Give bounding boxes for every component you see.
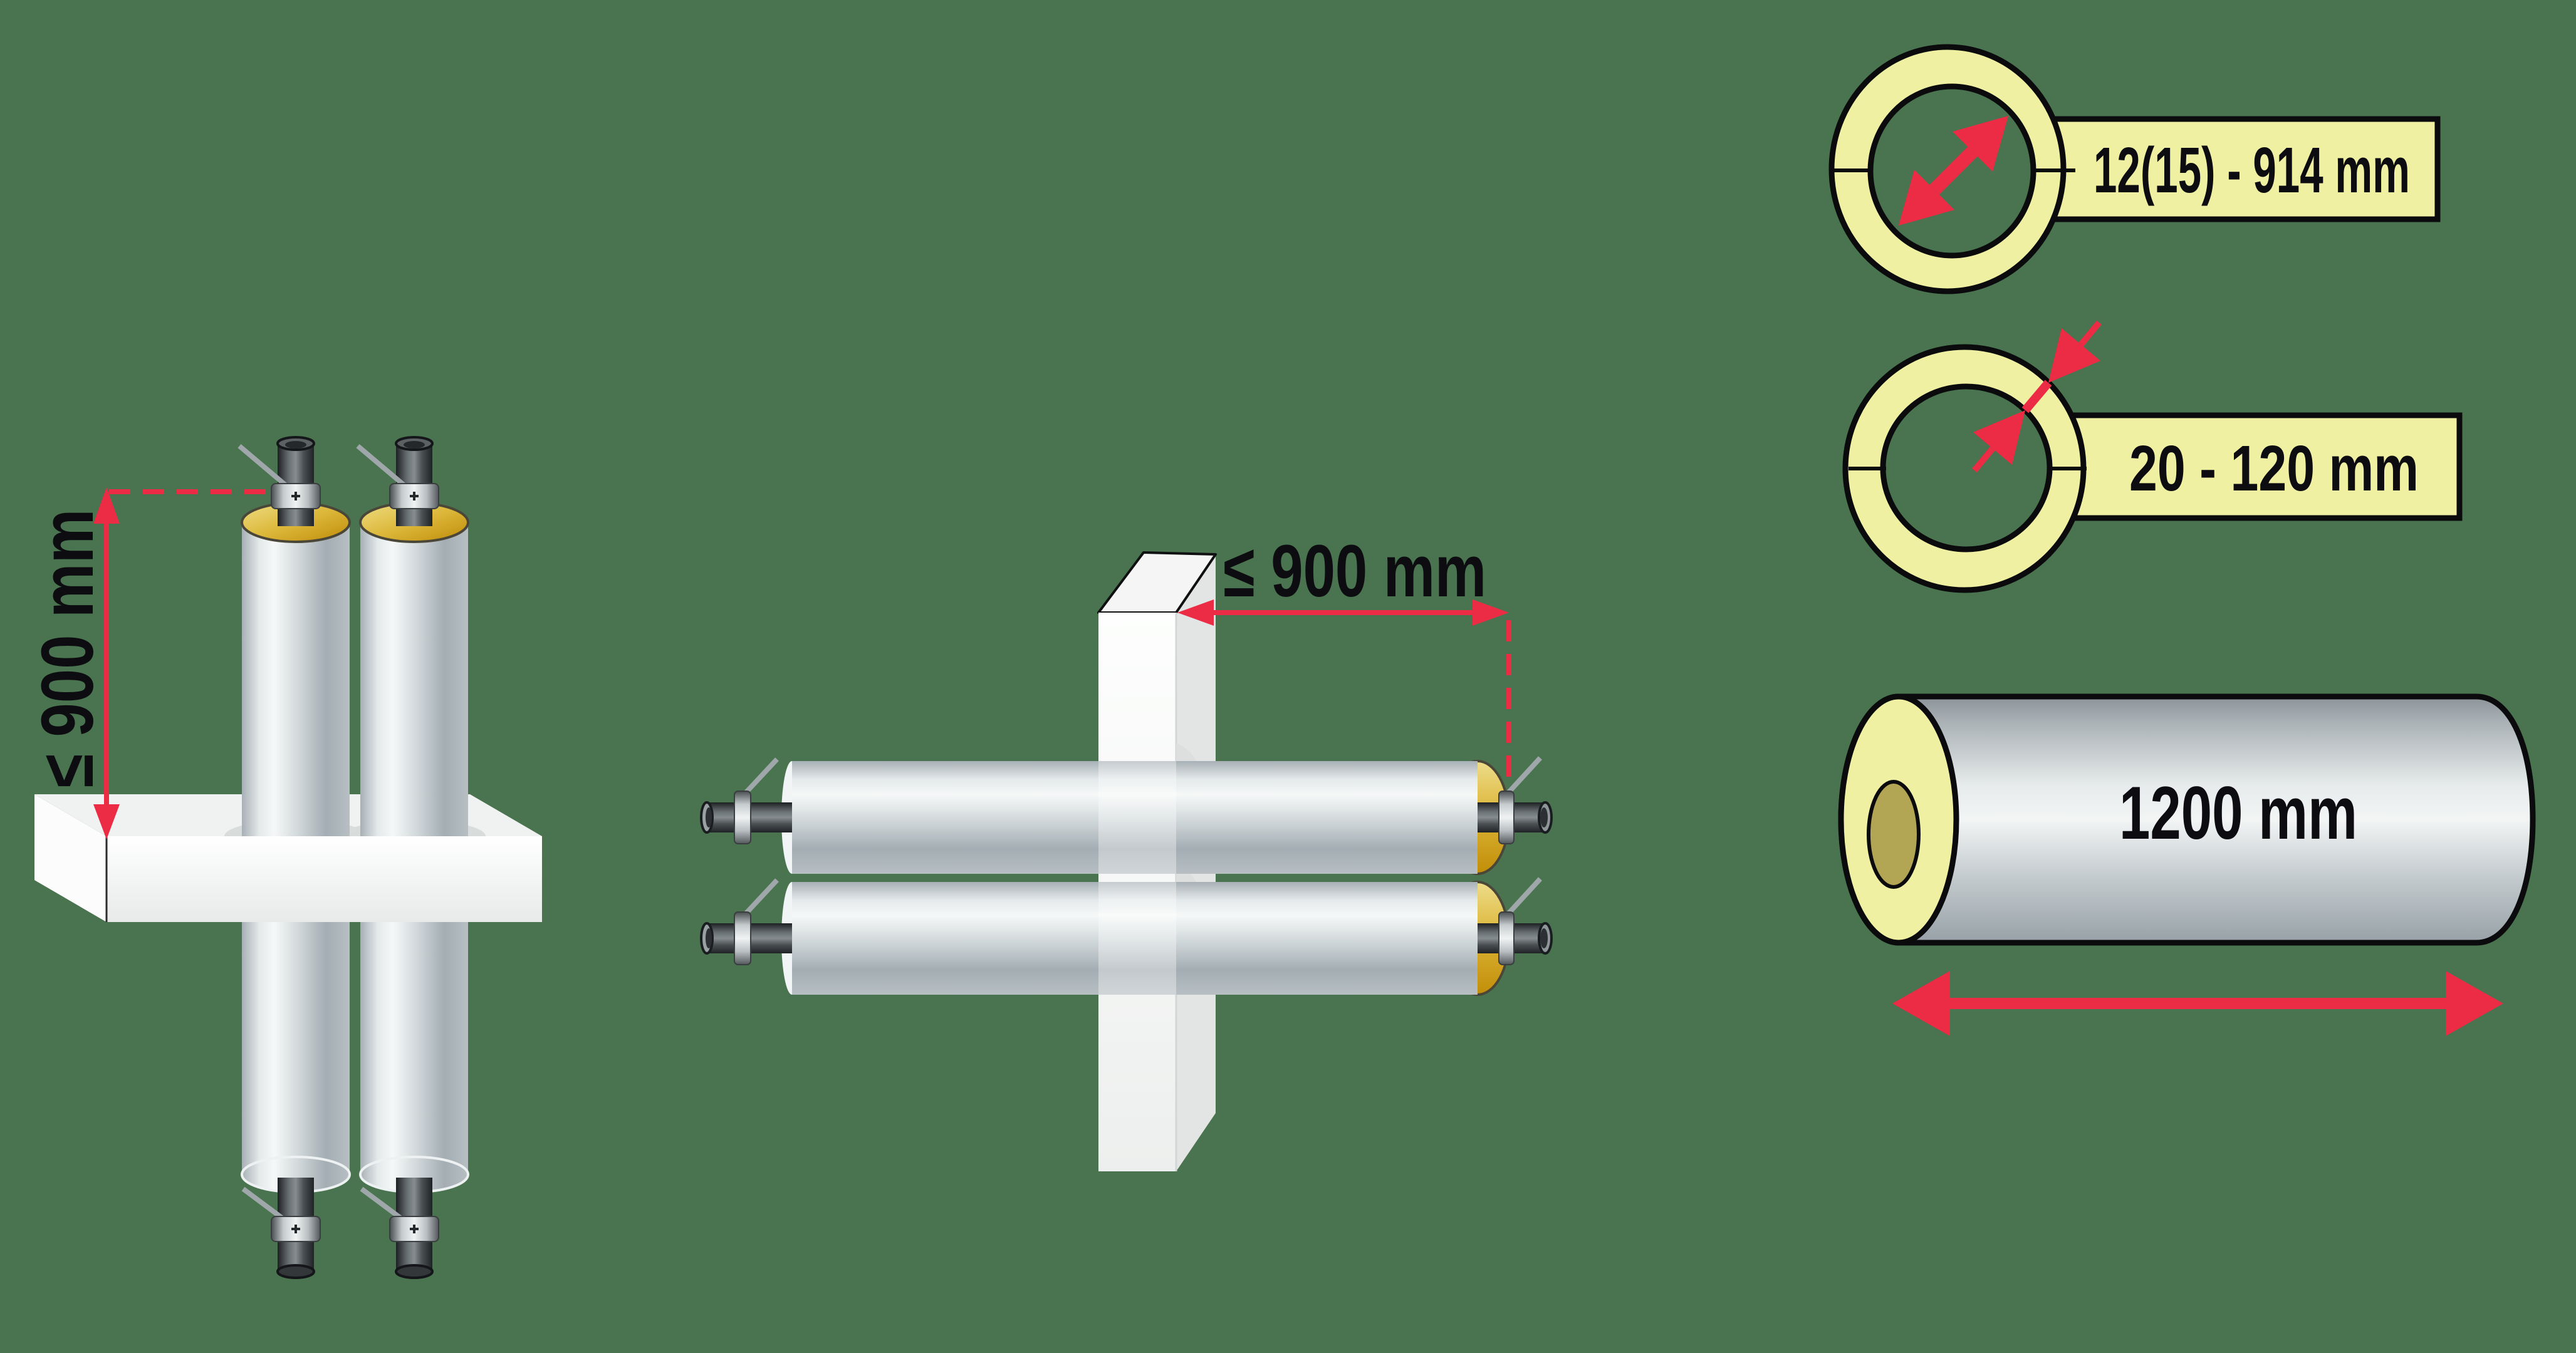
pipe-stub-left <box>700 878 792 965</box>
stub-bore <box>1540 928 1548 948</box>
width-dimension: ≤ 900 mm <box>1177 530 1511 787</box>
pipe-stub-right <box>1478 756 1553 844</box>
arrow-shaft <box>2021 380 2052 413</box>
locking-wire <box>241 1186 287 1223</box>
pipe-stub-top <box>237 436 321 526</box>
wall-pass-highlight <box>1098 882 1176 995</box>
length-callout: 1200 mm <box>1838 693 2536 1036</box>
clamp-collar <box>734 791 751 844</box>
collar-mark <box>291 492 300 500</box>
wall-pass-highlight <box>1098 761 1176 874</box>
collar-mark <box>410 1225 419 1233</box>
arrow-head <box>1899 170 1954 226</box>
stub-opening <box>276 1264 315 1279</box>
arrow-head-right <box>1473 599 1509 626</box>
bore-diameter-arrow <box>1899 116 2008 226</box>
inner-diameter-callout: 12(15) - 914 mm <box>1828 44 2441 294</box>
length-arrow <box>1892 971 2503 1036</box>
pipe-stub-top <box>356 436 439 526</box>
locking-wire <box>237 443 290 490</box>
pipe-body <box>792 761 1478 874</box>
callout-label: 20 - 120 mm <box>2129 432 2419 504</box>
stub-bore <box>285 441 306 448</box>
wall-end-face <box>34 794 107 922</box>
pipe-stub-left <box>700 757 792 844</box>
arrow-head-left <box>1177 599 1214 626</box>
collar-mark <box>410 492 419 500</box>
clamp-collar <box>734 911 751 965</box>
horizontal-pipes-diagram: ≤ 900 mm <box>700 530 1553 1171</box>
locking-wire <box>360 1186 405 1223</box>
pipe-stub-bottom <box>241 1178 321 1279</box>
locking-wire <box>1504 756 1542 797</box>
locking-wire <box>741 878 779 918</box>
arrow-head <box>1953 116 2008 172</box>
stub-bore <box>706 807 712 827</box>
insulated-pipe-horizontal-2 <box>700 877 1553 996</box>
stub-bore <box>404 441 425 448</box>
arrow-tail <box>1972 446 1995 473</box>
insulated-pipe-vertical-1 <box>237 436 351 1279</box>
insulated-pipe-horizontal-1 <box>700 756 1553 875</box>
callout-label: 12(15) - 914 mm <box>2094 134 2410 206</box>
dimension-label: ≤ 900 mm <box>1223 530 1486 613</box>
pipe-stub-bottom <box>360 1178 439 1279</box>
arrow-tail <box>2078 320 2102 347</box>
vertical-pipes-diagram: ≤ 900 mm <box>26 436 542 1279</box>
stub-opening <box>395 1264 434 1279</box>
locking-wire <box>356 443 409 490</box>
stub-bore <box>1540 807 1548 827</box>
height-dimension: ≤ 900 mm <box>26 487 271 839</box>
wall-front-face <box>107 836 542 922</box>
arrow-head-up <box>93 487 120 524</box>
locking-wire <box>1504 877 1542 918</box>
callout-label: 1200 mm <box>2119 771 2357 855</box>
pipe-body <box>792 882 1478 995</box>
clamp-collar <box>1498 791 1515 844</box>
arrow-head <box>1973 410 2025 465</box>
arrow-head-left <box>1892 971 1950 1036</box>
collar-mark <box>291 1225 300 1233</box>
arrow-head <box>2048 328 2100 383</box>
arrow-head-down <box>93 804 120 839</box>
wall-thickness-callout: 20 - 120 mm <box>1842 320 2463 593</box>
dimension-label: ≤ 900 mm <box>26 509 109 788</box>
arrow-shaft <box>1929 147 1978 195</box>
clamp-collar <box>1498 911 1515 965</box>
pipe-stub-right <box>1478 877 1553 965</box>
arrow-head-right <box>2446 971 2503 1036</box>
stub-bore <box>706 928 712 948</box>
locking-wire <box>741 757 779 797</box>
thickness-arrow <box>1972 320 2102 473</box>
section-face-bore <box>1867 780 1921 889</box>
